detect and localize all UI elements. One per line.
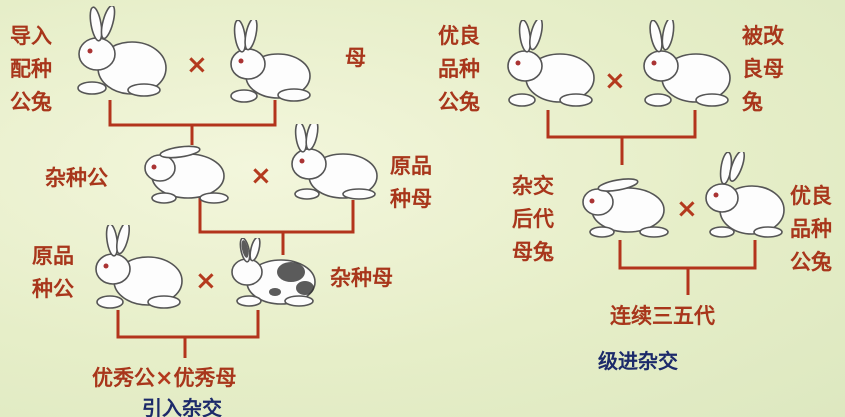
rabbit-icon [507,20,595,107]
rabbit-icon [643,20,731,107]
cross-symbol: × [186,50,208,80]
dam-label: 母 [345,46,366,70]
cross-symbol: × [604,66,626,96]
left-result-label: 优秀公×优秀母 [92,366,237,391]
original-dam-label: 原品 种母 [390,154,432,211]
rabbit-icon [230,20,311,103]
hybrid-sire-label: 杂种公 [45,166,108,190]
rabbit-icon [291,124,378,200]
fine-sire-label: 优良 品种 公兔 [438,24,480,114]
cross-symbol: × [676,194,698,224]
grading-cross-caption: 级进杂交 [598,349,678,373]
introduction-cross-caption: 引入杂交 [142,396,222,417]
rabbit-icon [77,6,167,97]
right-result-label: 连续三五代 [610,304,715,328]
rabbit-icon [144,145,229,204]
fine-sire-label-2: 优良 品种 公兔 [790,184,832,274]
rabbit-icon [582,178,669,238]
imported-sire-label: 导入 配种 公兔 [10,24,52,114]
cross-symbol: × [195,266,217,296]
improved-dam-label: 被改 良母 兔 [742,24,784,114]
spotted-rabbit-icon [231,238,316,307]
hybrid-dam-label: 杂种母 [330,266,393,290]
original-sire-label: 原品 种公 [32,244,74,301]
cross-symbol: × [155,366,174,391]
rabbit-icon [95,225,183,309]
cross-offspring-dam-label: 杂交 后代 母兔 [512,174,554,264]
cross-symbol: × [250,161,272,191]
rabbit-icon [705,152,785,238]
